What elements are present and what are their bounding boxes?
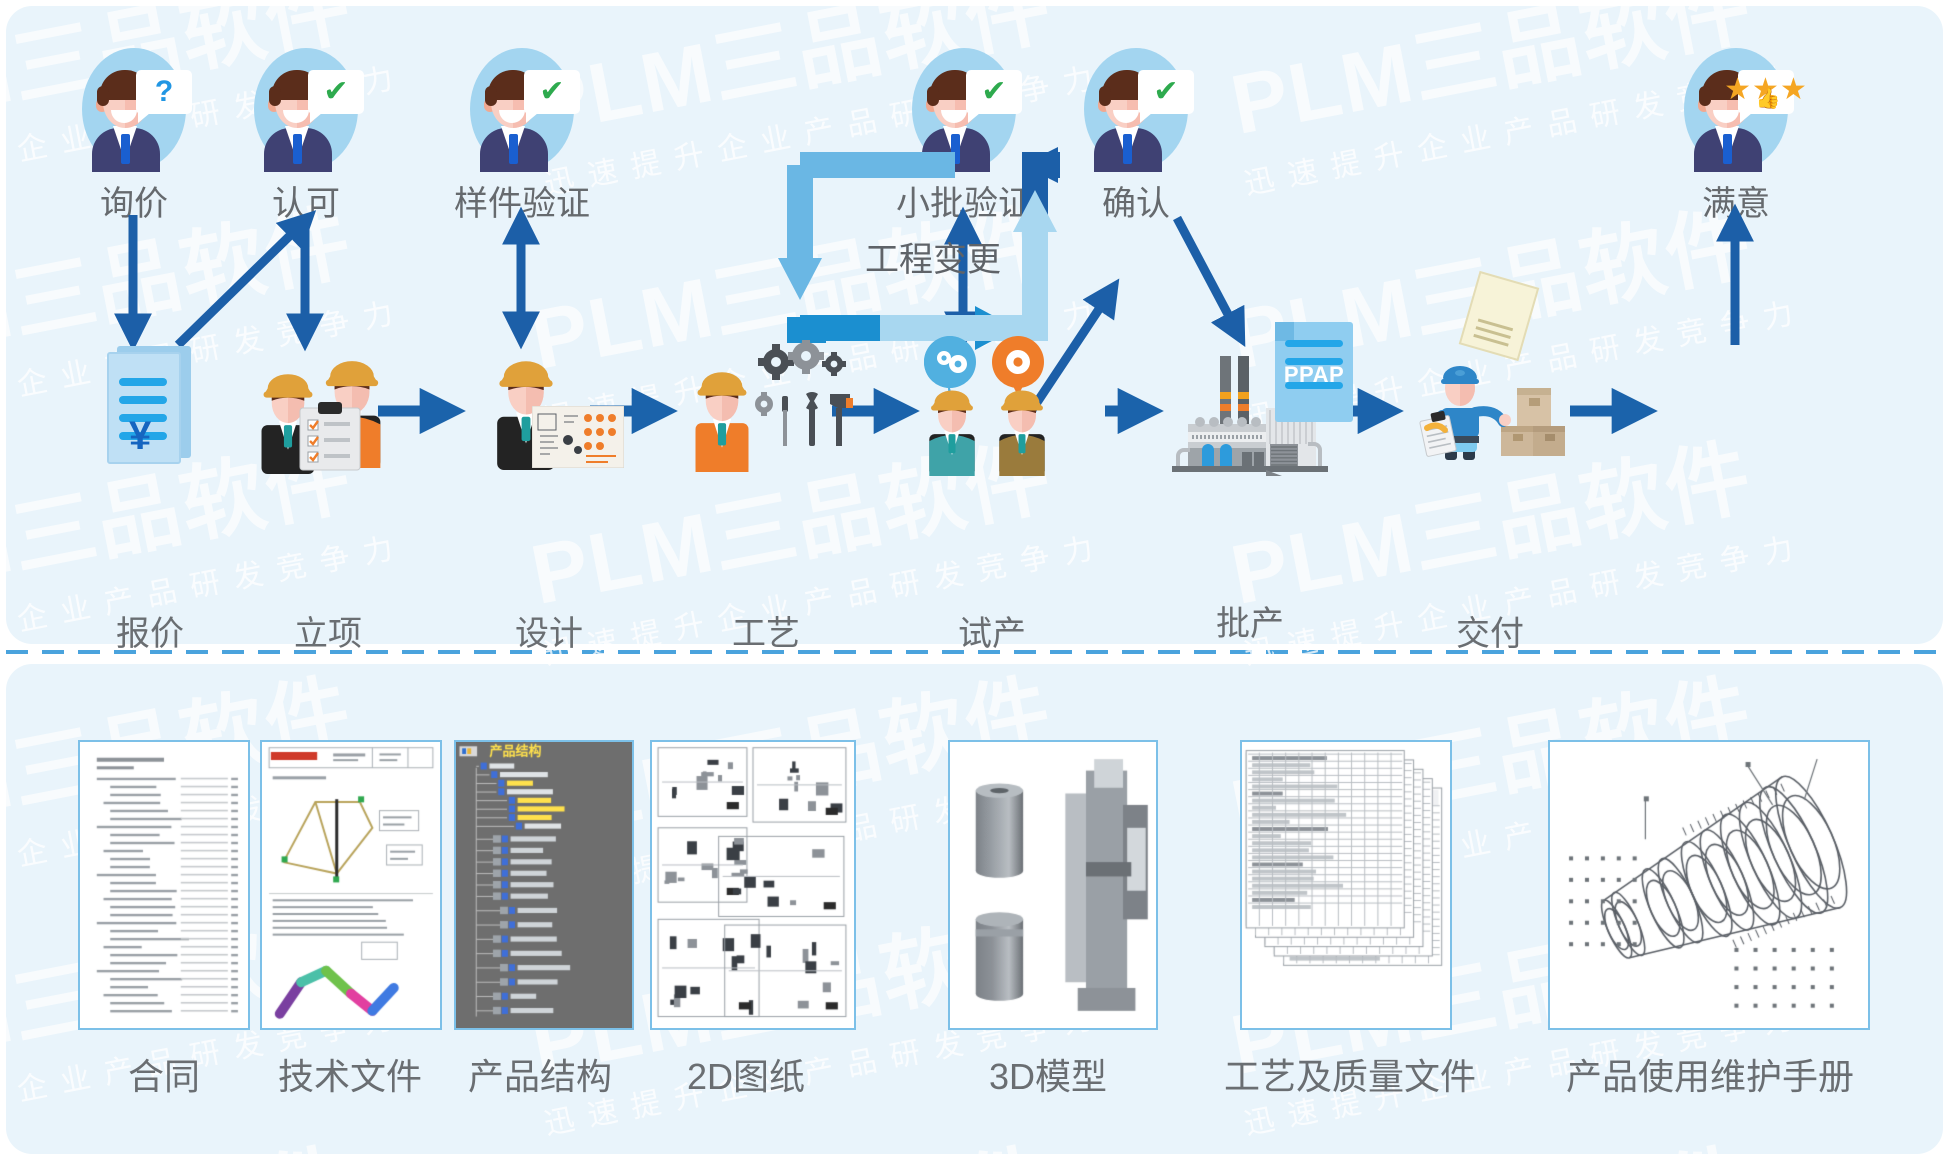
speech-bubble-icon: ✔ (966, 70, 1022, 123)
persona-3[interactable]: ✔样件验证 (454, 48, 590, 225)
deliverable-label: 产品结构 (467, 1056, 612, 1097)
thumbnail-image (1550, 742, 1868, 1028)
persona-check-icon: ✔ (254, 48, 364, 172)
product-structure-thumbnail[interactable] (454, 740, 634, 1030)
process-step-6[interactable]: 批产 (1150, 352, 1350, 643)
check-mark-icon: ✔ (539, 75, 565, 108)
delivery-icon (1409, 348, 1571, 480)
persona-label: 确认 (1102, 185, 1170, 223)
persona-question-icon: ? (82, 48, 192, 172)
manual-thumbnail[interactable] (1548, 740, 1870, 1030)
process-tools-icon (678, 340, 854, 472)
deliverable-label: 合同 (127, 1056, 200, 1097)
speech-bubble-icon: ✔ (524, 70, 580, 123)
thumbnail-image (652, 742, 854, 1028)
persona-check-icon: ✔ (470, 48, 580, 172)
persona-1[interactable]: ?询价 (79, 48, 192, 225)
persona-check-icon: ✔ (1084, 48, 1194, 172)
speech-bubble-icon: ✔ (1138, 70, 1194, 123)
question-mark-icon: ? (154, 75, 174, 108)
check-mark-icon: ✔ (323, 75, 349, 108)
star-rating-icon: ★★★ (1724, 73, 1808, 106)
thumbs-up-icon: 👍 (1755, 88, 1781, 110)
deliverable-label: 2D图纸 (686, 1056, 806, 1097)
quotation-document-icon: ¥ (107, 346, 193, 464)
design-engineer-icon (470, 340, 628, 472)
speech-bubble-icon: ✔ (308, 70, 364, 123)
process-step-label: 设计 (515, 615, 583, 653)
technical-file-thumbnail[interactable] (260, 740, 442, 1030)
model-3d-thumbnail[interactable] (948, 740, 1158, 1030)
cycle-label: 工程变更 (865, 241, 1001, 279)
process-step-label: 工艺 (732, 615, 800, 653)
process-step-1[interactable]: ¥ 报价 (70, 346, 230, 653)
check-mark-icon: ✔ (981, 75, 1007, 108)
speech-bubble-icon: ? (136, 70, 192, 123)
persona-2[interactable]: ✔认可 (251, 48, 364, 225)
deliverable-label: 技术文件 (277, 1056, 422, 1097)
ppap-label: PPAP (1283, 362, 1345, 387)
project-kickoff-icon (244, 340, 412, 474)
persona-check-icon: ✔ (912, 48, 1022, 172)
deliverable-label: 工艺及质量文件 (1223, 1056, 1476, 1097)
persona-5[interactable]: ✔ 确认 (1081, 48, 1194, 225)
process-step-label: 报价 (116, 615, 184, 653)
deliverable-label: 产品使用维护手册 (1565, 1056, 1854, 1097)
process-quality-thumbnail[interactable] (1240, 740, 1452, 1030)
process-step-4[interactable]: 工艺 (672, 340, 860, 653)
drawing-2d-thumbnail[interactable] (650, 740, 856, 1030)
process-step-7[interactable]: 交付 (1392, 348, 1588, 653)
ppap-document-icon: PPAP (1275, 322, 1353, 422)
flow-arrows (114, 147, 1754, 435)
speech-bubble-icon: ★★★👍 (1724, 70, 1808, 123)
thumbnail-image (1242, 742, 1450, 1028)
check-mark-icon: ✔ (1153, 75, 1179, 108)
contract-thumbnail[interactable] (78, 740, 250, 1030)
deliverable-label: 3D模型 (988, 1056, 1108, 1097)
process-step-2[interactable]: 立项 (230, 340, 426, 653)
process-step-label: 批产 (1216, 605, 1284, 643)
process-step-5[interactable]: 试产 (898, 334, 1086, 653)
mass-production-factory-icon (1158, 352, 1342, 484)
persona-satisfied-icon: ★★★👍 (1684, 48, 1807, 172)
process-step-label: 立项 (294, 615, 362, 653)
thumbnail-image (262, 742, 440, 1028)
process-step-3[interactable]: 设计 (458, 340, 640, 653)
section-divider (6, 650, 1943, 654)
thumbnail-image (456, 742, 632, 1028)
thumbnail-image (950, 742, 1156, 1028)
process-step-label: 交付 (1456, 615, 1524, 653)
process-step-label: 试产 (958, 615, 1026, 653)
trial-production-icon (908, 334, 1076, 476)
persona-6[interactable]: ★★★👍满意 (1681, 48, 1807, 225)
thumbnail-image (80, 742, 248, 1028)
